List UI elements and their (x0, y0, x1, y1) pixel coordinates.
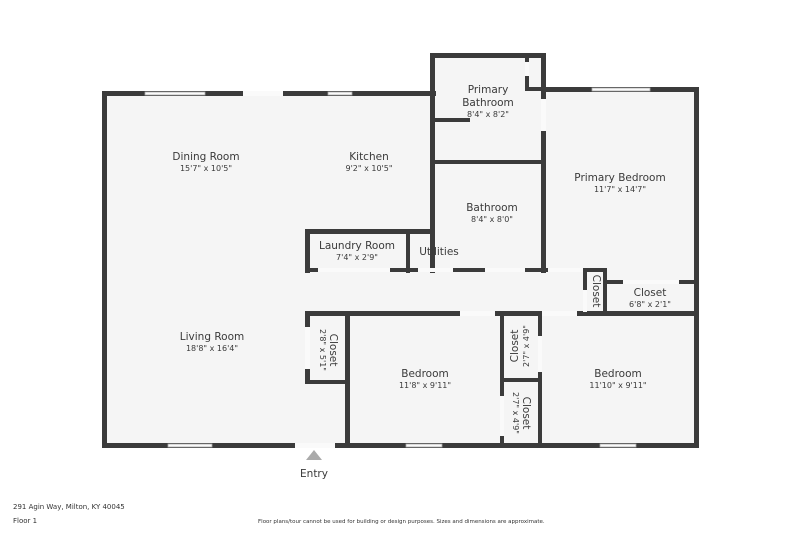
room-dims: 8'4" x 8'2" (467, 110, 509, 119)
room-name: Bedroom (401, 368, 449, 380)
window (591, 87, 651, 92)
window (167, 443, 213, 448)
room-name: Closet (327, 334, 339, 367)
room-name: Laundry Room (319, 240, 395, 252)
room-name: Closet (520, 397, 532, 430)
room-closet-right: Closet 6'8" x 2'1" (629, 287, 671, 309)
room-dims: 15'7" x 10'5" (180, 164, 232, 173)
room-primary-bedroom: Primary Bedroom 11'7" x 14'7" (574, 172, 665, 194)
room-dims: 7'4" x 2'9" (336, 253, 378, 262)
entry-marker: Entry (300, 450, 328, 480)
room-name: Bathroom (466, 202, 518, 214)
room-dims: 9'2" x 10'5" (345, 164, 392, 173)
room-hall-closet: Closet (590, 275, 602, 308)
room-name: Closet (509, 330, 521, 363)
room-name: Bedroom (594, 368, 642, 380)
window (599, 443, 637, 448)
room-dims: 11'10" x 9'11" (589, 381, 646, 390)
room-name: Dining Room (172, 151, 239, 163)
room-dining: Dining Room 15'7" x 10'5" (172, 151, 239, 173)
room-name: Living Room (180, 331, 244, 343)
room-name: Primary (468, 84, 509, 96)
room-name: Closet (634, 287, 667, 299)
room-bedroom-2: Bedroom 11'10" x 9'11" (589, 368, 646, 390)
room-dims: 8'4" x 8'0" (471, 215, 513, 224)
room-primary-bathroom: Primary Bathroom 8'4" x 8'2" (462, 84, 514, 119)
room-living: Living Room 18'8" x 16'4" (180, 331, 244, 353)
window (327, 91, 353, 96)
room-dims: 11'7" x 14'7" (594, 185, 646, 194)
room-bathroom: Bathroom 8'4" x 8'0" (466, 202, 518, 224)
room-bedroom-1: Bedroom 11'8" x 9'11" (399, 368, 451, 390)
room-closet-b: Closet 2'7" x 4'9" (511, 392, 532, 434)
room-name: Kitchen (349, 151, 388, 163)
room-name: Utilities (419, 246, 459, 258)
triangle-up-icon (306, 450, 322, 460)
room-closet-a: Closet 2'7" x 4'9" (509, 325, 531, 367)
window (144, 91, 206, 96)
room-name: Closet (590, 275, 602, 308)
room-kitchen: Kitchen 9'2" x 10'5" (345, 151, 392, 173)
room-living-closet: Closet 2'8" x 5'1" (318, 329, 339, 371)
room-name: Primary Bedroom (574, 172, 665, 184)
entry-label: Entry (300, 468, 328, 480)
floor-label: Floor 1 (13, 517, 38, 525)
room-dims: 11'8" x 9'11" (399, 381, 451, 390)
room-utilities: Utilities (419, 246, 459, 258)
disclaimer: Floor plans/tour cannot be used for buil… (258, 519, 545, 525)
room-dims: 2'7" x 4'9" (511, 392, 520, 434)
room-dims: 2'8" x 5'1" (318, 329, 327, 371)
openings (144, 62, 679, 448)
room-dims: 6'8" x 2'1" (629, 300, 671, 309)
room-laundry: Laundry Room 7'4" x 2'9" (319, 240, 395, 262)
window (405, 443, 443, 448)
room-dims: 18'8" x 16'4" (186, 344, 238, 353)
address: 291 Agin Way, Milton, KY 40045 (13, 503, 125, 511)
room-dims: 2'7" x 4'9" (522, 325, 531, 367)
room-name: Bathroom (462, 97, 514, 109)
